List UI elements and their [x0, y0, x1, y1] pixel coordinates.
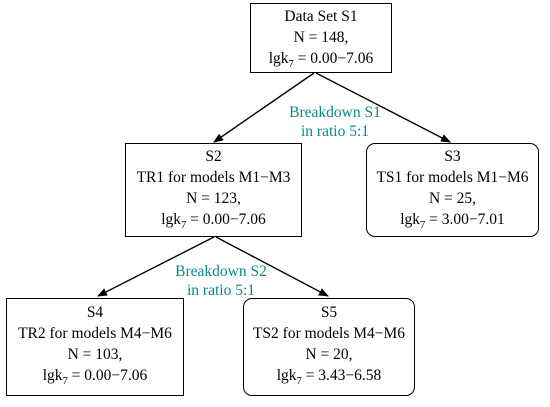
arrow-s2-to-s4	[97, 236, 215, 297]
node-s1-n: N = 148,	[293, 29, 349, 46]
arrow-s2-to-s5	[215, 236, 329, 297]
node-s3-title: S3	[444, 148, 461, 165]
node-s1-title: Data Set S1	[284, 8, 358, 25]
edge-label-breakdown-s2-line2: in ratio 5:1	[186, 282, 256, 299]
edge-label-breakdown-s2-line1: Breakdown S2	[175, 263, 267, 280]
node-s3-desc: TS1 for models M1−M6	[376, 169, 529, 186]
node-s4-desc: TR2 for models M4−M6	[18, 325, 172, 342]
node-s2-desc: TR1 for models M1−M3	[136, 169, 291, 186]
edge-label-breakdown-s2: Breakdown S2 in ratio 5:1	[156, 262, 286, 300]
node-s3: S3 TS1 for models M1−M6 N = 25, lgk7 = 3…	[366, 143, 539, 237]
arrow-s1-to-s3	[315, 72, 451, 143]
node-s3-range: lgk7 = 3.00−7.01	[400, 211, 505, 231]
node-s5-n: N = 20,	[305, 346, 353, 363]
node-s1: Data Set S1 N = 148, lgk7 = 0.00−7.06	[250, 3, 392, 73]
node-s4-n: N = 103,	[67, 346, 123, 363]
node-s5-range: lgk7 = 3.43−6.58	[276, 367, 382, 387]
edge-label-breakdown-s1: Breakdown S1 in ratio 5:1	[276, 103, 394, 141]
node-s2: S2 TR1 for models M1−M3 N = 123, lgk7 = …	[125, 143, 302, 237]
node-s4-range: lgk7 = 0.00−7.06	[42, 367, 148, 387]
arrow-s1-to-s2	[213, 72, 315, 143]
node-s1-range: lgk7 = 0.00−7.06	[268, 50, 374, 70]
edge-label-breakdown-s1-line2: in ratio 5:1	[300, 123, 370, 140]
node-s2-title: S2	[205, 148, 222, 165]
node-s5-desc: TS2 for models M4−M6	[252, 325, 406, 342]
node-s4-title: S4	[86, 304, 104, 321]
node-s3-n: N = 25,	[428, 190, 477, 207]
node-s2-range: lgk7 = 0.00−7.06	[161, 211, 266, 231]
node-s2-n: N = 123,	[186, 190, 241, 207]
edge-label-breakdown-s1-line1: Breakdown S1	[289, 104, 381, 121]
node-s5-title: S5	[320, 304, 338, 321]
node-s4: S4 TR2 for models M4−M6 N = 103, lgk7 = …	[6, 298, 184, 396]
node-s5: S5 TS2 for models M4−M6 N = 20, lgk7 = 3…	[243, 298, 415, 396]
